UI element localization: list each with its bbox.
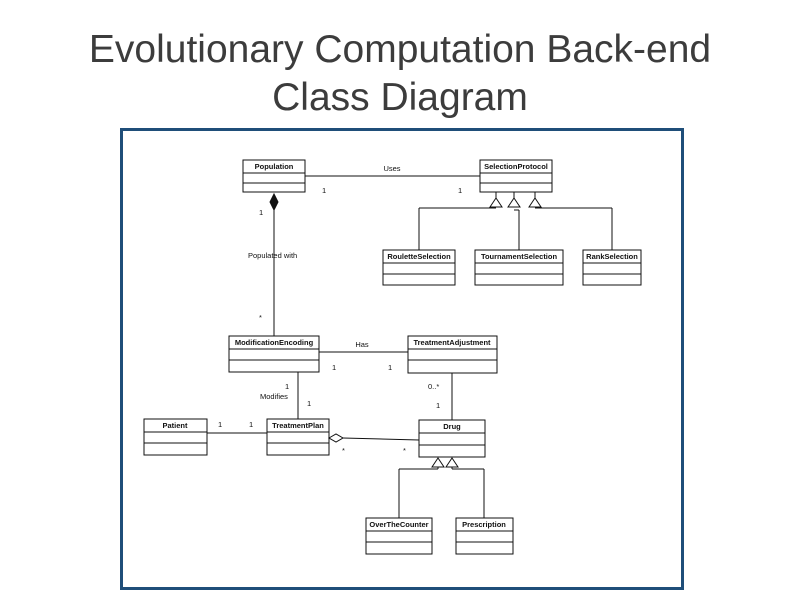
class-roulette-selection: RouletteSelection: [382, 249, 456, 286]
class-rank-selection-name: RankSelection: [586, 252, 638, 261]
has-encoding-multiplicity: 1: [332, 363, 336, 372]
selection-generalization: [418, 192, 613, 250]
class-treatment-plan: TreatmentPlan: [266, 418, 330, 456]
class-rank-selection: RankSelection: [582, 249, 642, 286]
slide-title-line-1: Evolutionary Computation Back-end: [88, 28, 712, 71]
has-label: Has: [355, 340, 369, 349]
drug-generalization: [398, 457, 485, 518]
drug-plan-multiplicity: *: [403, 446, 406, 455]
class-tournament-selection: TournamentSelection: [474, 249, 564, 286]
has-adjustment-multiplicity: 1: [388, 363, 392, 372]
class-selection-protocol-name: SelectionProtocol: [484, 162, 548, 171]
plan-drug-multiplicity: *: [342, 446, 345, 455]
class-modification-encoding: ModificationEncoding: [228, 335, 320, 373]
adjustment-drug-top-multiplicity: 0..*: [428, 382, 439, 391]
class-tournament-selection-name: TournamentSelection: [481, 252, 558, 261]
class-over-the-counter: OverTheCounter: [365, 517, 433, 555]
class-treatment-adjustment: TreatmentAdjustment: [407, 335, 498, 374]
uses-label: Uses: [383, 164, 400, 173]
uses-selection-multiplicity: 1: [458, 186, 462, 195]
class-treatment-adjustment-name: TreatmentAdjustment: [413, 338, 491, 347]
class-prescription: Prescription: [455, 517, 514, 555]
modifies-encoding-multiplicity: 1: [285, 382, 289, 391]
class-drug-name: Drug: [443, 422, 461, 431]
class-selection-protocol: SelectionProtocol: [479, 159, 553, 193]
class-roulette-selection-name: RouletteSelection: [387, 252, 451, 261]
populated-with-label: Populated with: [248, 251, 297, 260]
slide-title-line-2: Class Diagram: [272, 76, 528, 119]
class-patient-name: Patient: [162, 421, 188, 430]
modifies-plan-multiplicity: 1: [307, 399, 311, 408]
class-treatment-plan-name: TreatmentPlan: [272, 421, 324, 430]
populated-encoding-multiplicity: *: [259, 313, 262, 322]
class-population: Population: [242, 159, 306, 193]
class-modification-encoding-name: ModificationEncoding: [235, 338, 314, 347]
composition-diamond: [269, 192, 279, 212]
aggregation-diamond: [327, 433, 345, 443]
diagram-frame: [120, 128, 684, 590]
class-patient: Patient: [143, 418, 208, 456]
class-prescription-name: Prescription: [462, 520, 506, 529]
adjustment-drug-bottom-multiplicity: 1: [436, 401, 440, 410]
class-population-name: Population: [255, 162, 294, 171]
modifies-label: Modifies: [260, 392, 288, 401]
uses-population-multiplicity: 1: [322, 186, 326, 195]
patient-multiplicity: 1: [218, 420, 222, 429]
class-over-the-counter-name: OverTheCounter: [369, 520, 428, 529]
class-drug: Drug: [418, 419, 486, 458]
slide-title: Evolutionary Computation Back-end Class …: [0, 26, 800, 122]
plan-drug-aggregation-line: [342, 437, 420, 441]
populated-population-multiplicity: 1: [259, 208, 263, 217]
plan-patient-multiplicity: 1: [249, 420, 253, 429]
